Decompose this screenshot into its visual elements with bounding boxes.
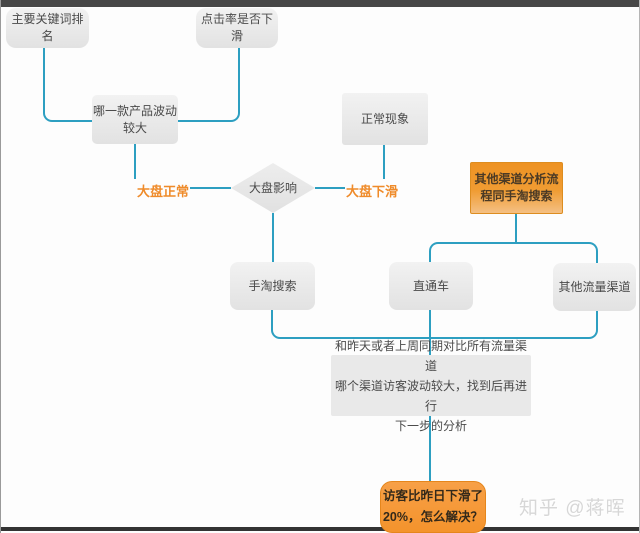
connector-diamond-to-taobao-search	[272, 213, 274, 262]
node-normal-phenomenon: 正常现象	[342, 93, 428, 145]
connector-diamond-to-market-decline	[315, 187, 345, 189]
left-frame-edge	[0, 0, 1, 533]
connector-phenomenon-to-market-decline	[383, 145, 385, 179]
node-taobao-search: 手淘搜索	[230, 262, 315, 310]
node-other-channel-note: 其他渠道分析流 程同手淘搜索	[470, 162, 563, 214]
branch-label-market-decline: 大盘下滑	[346, 184, 399, 199]
node-keyword-rank: 主要关键词排名	[6, 8, 89, 48]
connector-product-to-market-normal	[134, 144, 136, 179]
zhihu-watermark: 知乎 @蒋晖	[519, 498, 626, 519]
node-direct-train: 直通车	[389, 262, 473, 310]
bottom-bar	[0, 527, 640, 531]
connector-split-to-train-and-other	[429, 242, 598, 264]
connector-keyword-to-product	[43, 48, 95, 122]
top-bar	[0, 0, 640, 7]
connector-market-normal-to-diamond	[190, 187, 231, 189]
connector-orange-note-stem	[515, 212, 517, 243]
connector-ctr-to-product	[177, 48, 240, 122]
node-compare-note: 和昨天或者上周同期对比所有流量渠道 哪个渠道访客波动较大，找到后再进行 下一步的…	[331, 339, 531, 433]
node-ctr-decline: 点击率是否下滑	[196, 8, 278, 48]
node-other-traffic-channels: 其他流量渠道	[553, 263, 636, 311]
node-market-influence-decision: 大盘影响	[231, 163, 315, 213]
connector-merge-channels	[271, 310, 598, 339]
node-product-fluctuation: 哪一款产品波动 较大	[92, 95, 178, 144]
node-visitor-drop-question: 访客比昨日下滑了 20%，怎么解决？	[380, 481, 486, 533]
branch-label-market-normal: 大盘正常	[137, 184, 190, 199]
